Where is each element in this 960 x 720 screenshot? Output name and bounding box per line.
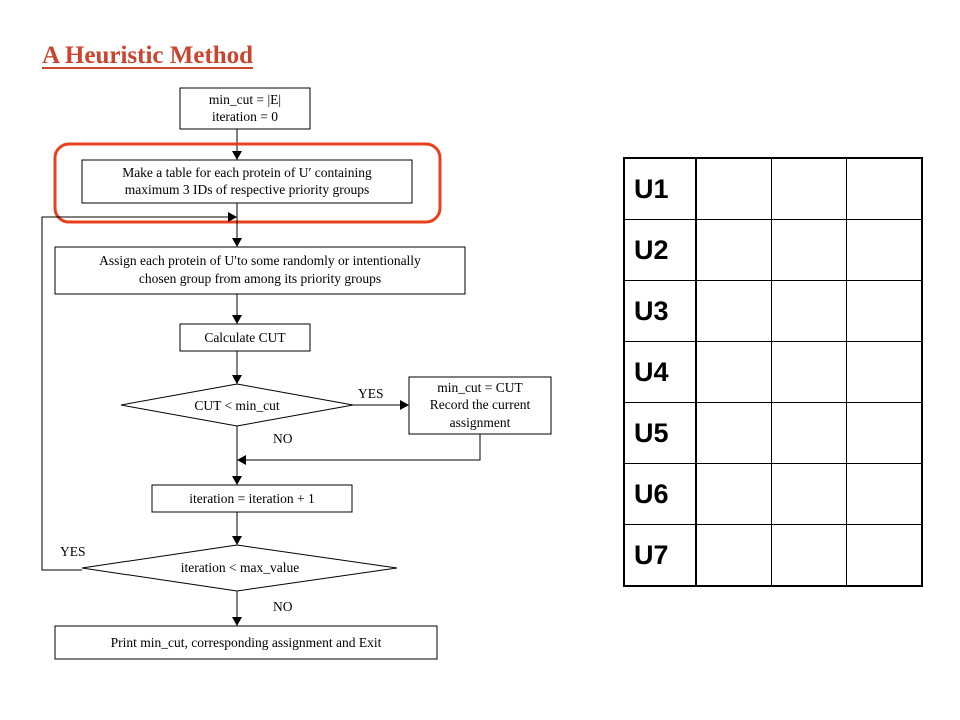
assign-box (54, 246, 466, 295)
table-cell (771, 157, 847, 220)
table-cell (771, 219, 847, 281)
start-box (179, 87, 311, 130)
row-label-u2: U2 (623, 219, 697, 281)
table-row: U5 (623, 402, 923, 464)
table-cell (695, 524, 772, 587)
table-cell (695, 280, 772, 342)
decision-cut-text: CUT < min_cut (194, 398, 280, 413)
table-cell (695, 463, 772, 525)
arrowhead (232, 536, 242, 545)
make-table-box (81, 159, 413, 204)
table-cell (846, 402, 923, 464)
assign-text-1: Assign each protein of U′to some randoml… (99, 253, 421, 268)
exit-text: Print min_cut, corresponding assignment … (111, 635, 382, 650)
increment-text: iteration = iteration + 1 (189, 491, 314, 506)
make-table-text-1: Make a table for each protein of U′ cont… (122, 165, 372, 180)
table-cell (695, 402, 772, 464)
record-return-line (245, 434, 481, 461)
page-title: A Heuristic Method (42, 42, 254, 69)
row-label-u1: U1 (623, 157, 697, 220)
record-text-3: assignment (450, 415, 511, 430)
table-cell (846, 463, 923, 525)
arrowhead (232, 476, 242, 485)
arrowhead (400, 400, 409, 410)
start-text-1: min_cut = |E| (209, 92, 281, 107)
calculate-cut-box (179, 323, 311, 352)
table-cell (846, 280, 923, 342)
table-row: U7 (623, 524, 923, 587)
record-text-2: Record the current (430, 397, 531, 412)
table-cell (771, 402, 847, 464)
loop-back-line (41, 216, 229, 571)
table-row: U4 (623, 341, 923, 403)
table-cell (695, 219, 772, 281)
table-cell (695, 341, 772, 403)
exit-box (54, 625, 438, 660)
calculate-cut-text: Calculate CUT (204, 330, 286, 345)
no-label-2: NO (273, 599, 293, 614)
arrowhead (237, 455, 246, 465)
arrowhead (232, 375, 242, 384)
record-text-1: min_cut = CUT (437, 380, 523, 395)
record-box (408, 376, 552, 435)
arrowhead (228, 212, 237, 222)
arrowhead (232, 315, 242, 324)
yes-label-1: YES (358, 386, 384, 401)
increment-box (151, 484, 353, 513)
table-cell (846, 341, 923, 403)
no-label-1: NO (273, 431, 293, 446)
start-text-2: iteration = 0 (212, 109, 278, 124)
priority-table: U1 U2 U3 U4 U5 (623, 157, 923, 587)
table-cell (771, 280, 847, 342)
row-label-u6: U6 (623, 463, 697, 525)
decision-iteration-text: iteration < max_value (181, 560, 300, 575)
table-row: U2 (623, 219, 923, 281)
table-cell (771, 524, 847, 587)
table-cell (846, 524, 923, 587)
row-label-u5: U5 (623, 402, 697, 464)
table-row: U3 (623, 280, 923, 342)
table-cell (695, 157, 772, 220)
arrowhead (232, 238, 242, 247)
row-label-u4: U4 (623, 341, 697, 403)
table-cell (846, 157, 923, 220)
assign-text-2: chosen group from among its priority gro… (139, 271, 381, 286)
table-row: U1 (623, 157, 923, 220)
table-cell (771, 463, 847, 525)
table-cell (846, 219, 923, 281)
row-label-u3: U3 (623, 280, 697, 342)
table-row: U6 (623, 463, 923, 525)
arrowhead (232, 151, 242, 160)
table-cell (771, 341, 847, 403)
highlight-outline (53, 142, 442, 224)
arrowhead (232, 617, 242, 626)
yes-label-2: YES (60, 544, 86, 559)
make-table-text-2: maximum 3 IDs of respective priority gro… (125, 182, 369, 197)
row-label-u7: U7 (623, 524, 697, 587)
